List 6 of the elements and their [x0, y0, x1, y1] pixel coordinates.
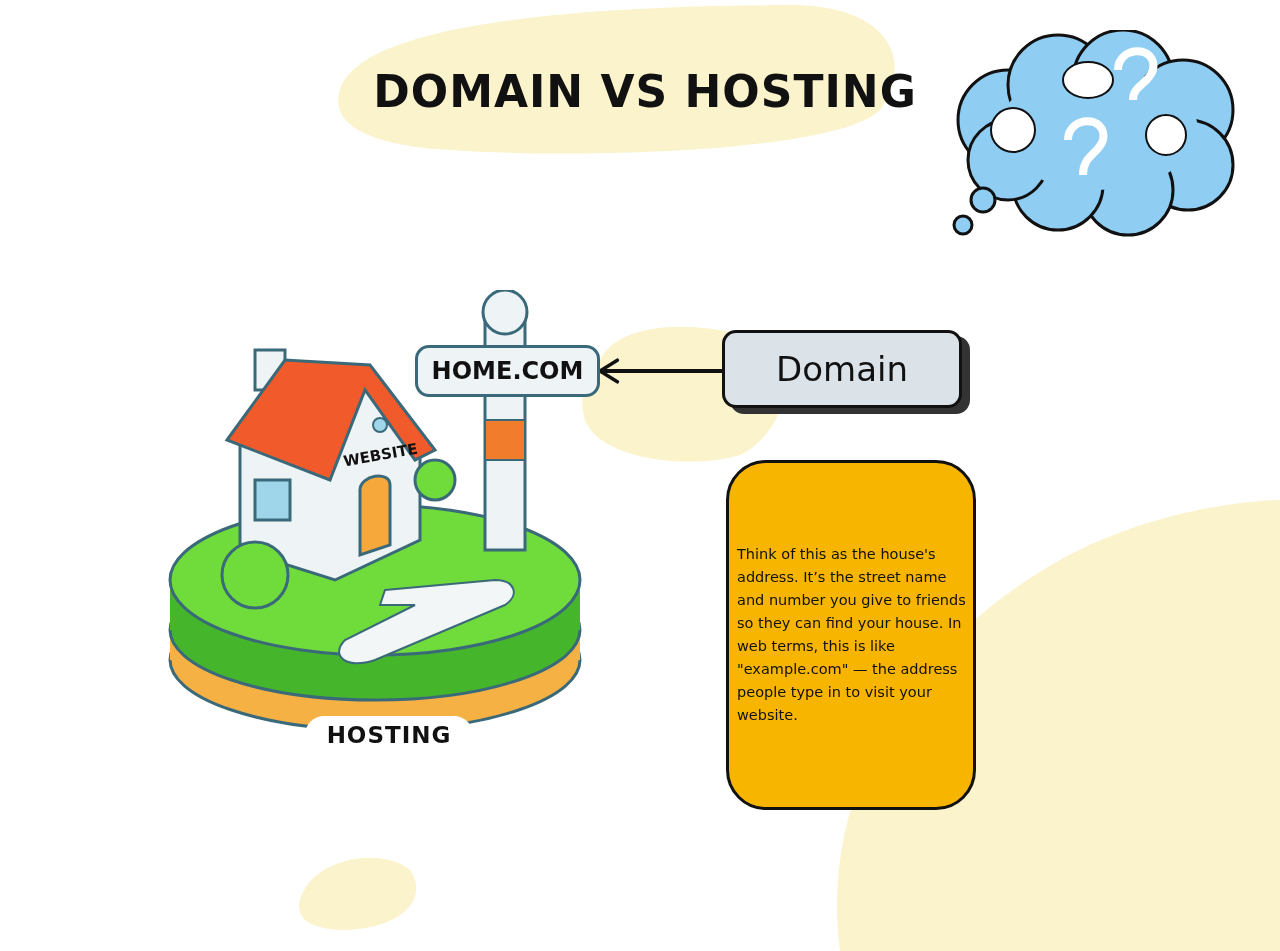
wall-label: WEBSITE [342, 439, 420, 471]
description-text: Think of this as the house's address. It’s the street name and number you give to friends so they can find your house. In web terms, this is like "example.com" — the address people type in to visit your website. [737, 545, 967, 725]
title: DOMAIN VS HOSTING [372, 66, 918, 117]
signpost-board: HOME.COM [415, 345, 600, 397]
arrow [598, 358, 724, 384]
note-card [726, 460, 976, 810]
